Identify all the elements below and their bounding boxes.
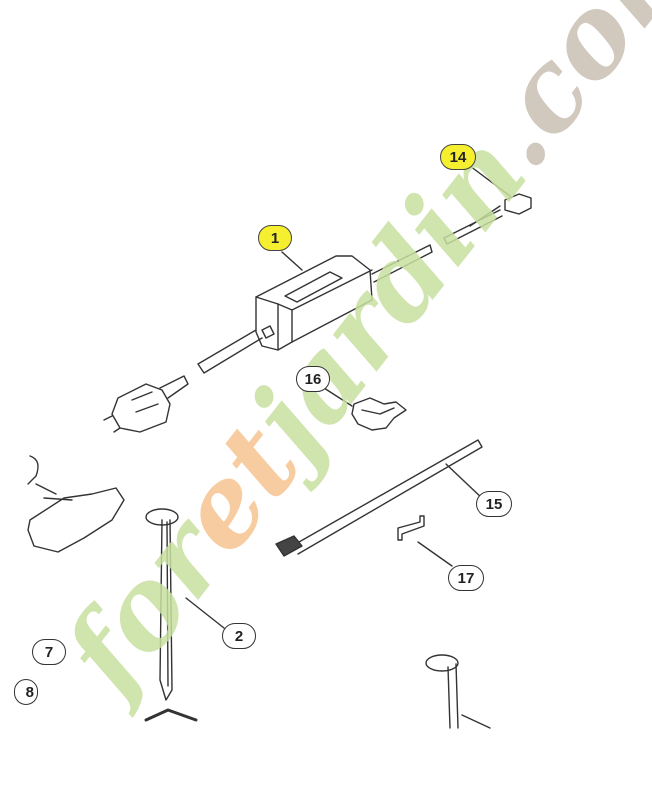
callout-14[interactable]: 14 [440, 144, 476, 170]
callout-label: 7 [44, 643, 54, 661]
callout-label: 15 [485, 495, 503, 513]
callout-8-partial[interactable]: 8 [14, 679, 38, 705]
svg-text:foretjardin.com: foretjardin.com [35, 0, 652, 722]
partial-part-icon [144, 708, 198, 722]
cable-icon [275, 439, 483, 557]
callout-label: 8 [25, 683, 34, 701]
partial-plug-icon [27, 455, 125, 553]
callout-17[interactable]: 17 [448, 565, 484, 591]
callout-label: 16 [304, 370, 322, 388]
splice-connector-icon [351, 397, 407, 431]
peg-icon [145, 508, 179, 701]
callout-label: 2 [234, 627, 244, 645]
callout-label: 17 [457, 569, 475, 587]
mains-plug-icon [103, 375, 189, 433]
callout-label: 14 [449, 148, 467, 166]
callout-1[interactable]: 1 [258, 225, 292, 251]
connector-icon [443, 193, 532, 245]
callout-15[interactable]: 15 [476, 491, 512, 517]
callout-16[interactable]: 16 [296, 366, 330, 392]
clip-icon [397, 515, 425, 541]
callout-7[interactable]: 7 [32, 639, 66, 665]
peg-icon-lower [425, 654, 491, 729]
callout-2[interactable]: 2 [222, 623, 256, 649]
callout-label: 1 [270, 229, 280, 247]
power-supply-icon [197, 244, 433, 374]
